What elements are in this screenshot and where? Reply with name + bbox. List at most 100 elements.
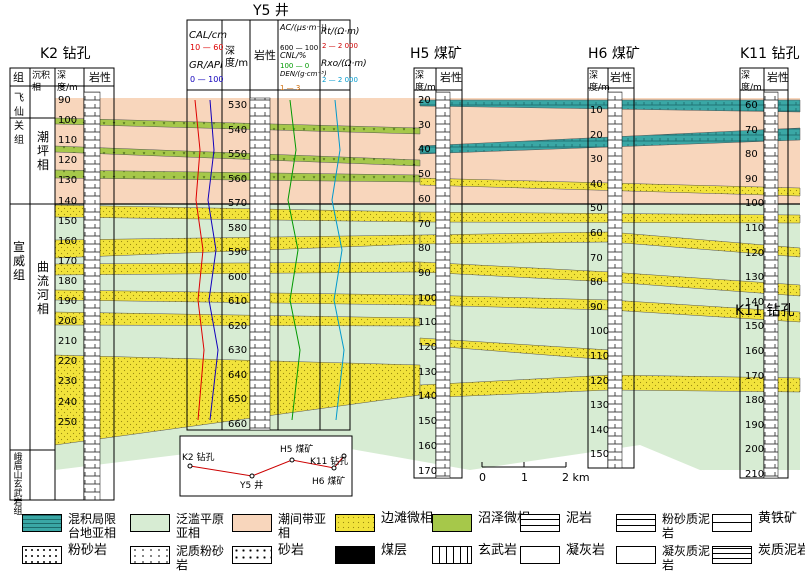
- h5-depth-tick: 20: [418, 95, 431, 106]
- formation-xuanwei: 宣威组: [13, 240, 26, 282]
- k11-depth-tick: 70: [745, 124, 758, 136]
- h6-depth-tick: 60: [590, 228, 603, 239]
- y5-cal-header: CAL/cm: [189, 30, 228, 41]
- y5-rt-header: Rt/(Ω·m): [321, 27, 360, 37]
- h6-column: [587, 67, 635, 469]
- y5-rxo-range: 2 — 2 000: [322, 76, 358, 84]
- k2-depth-tick: 230: [58, 376, 78, 388]
- k2-depth-tick: 90: [58, 95, 71, 106]
- legend-swatch: [616, 514, 656, 532]
- y5-depth-header: 深度/m: [225, 46, 249, 69]
- scale-label-0: 0: [479, 471, 486, 484]
- k11-depth-tick: 160: [745, 346, 765, 357]
- correlation-panel: K2 钻孔 Y5 井 H5 煤矿 H6 煤矿 K11 钻孔 K11 钻孔 组 沉…: [9, 3, 801, 517]
- k11-depth-header: 深度/m: [741, 71, 762, 93]
- legend-label: 泥质粉砂岩: [176, 544, 225, 572]
- legend-swatch: [335, 546, 375, 564]
- legend-swatch: [432, 514, 472, 532]
- h6-depth-tick: 90: [590, 301, 603, 313]
- legend-swatch: [432, 546, 472, 564]
- y5-depth-tick: 560: [228, 173, 248, 185]
- h5-depth-tick: 50: [418, 169, 431, 181]
- k2-depth-tick: 110: [58, 135, 78, 147]
- y5-litho-header: 岩性: [254, 49, 276, 62]
- legend-label: 炭质泥岩: [758, 543, 805, 558]
- scale-label-1: 1: [521, 471, 528, 484]
- tidal-layers: [54, 99, 801, 205]
- y5-depth-tick: 570: [228, 198, 248, 209]
- map-k2: K2 钻孔: [182, 453, 215, 463]
- k11-depth-tick: 180: [745, 395, 765, 407]
- y5-depth-tick: 580: [228, 222, 248, 234]
- k11-depth-tick: 100: [745, 198, 765, 210]
- k11-depth-tick: 200: [745, 444, 765, 456]
- h5-depth-tick: 80: [418, 243, 431, 255]
- h6-depth-tick: 30: [590, 154, 603, 166]
- legend-label: 粉砂岩: [68, 543, 108, 558]
- legend-label: 凝灰质泥岩: [662, 544, 711, 572]
- legend-label: 泛滥平原亚相: [176, 512, 225, 540]
- y5-ac-range: 600 — 100: [280, 44, 319, 52]
- legend-label: 潮间带亚相: [278, 512, 327, 540]
- k11-litho-header: 岩性: [767, 71, 789, 84]
- h6-depth-tick: 40: [590, 178, 603, 190]
- map-h5: H5 煤矿: [280, 445, 314, 455]
- h5-depth-tick: 170: [418, 465, 438, 477]
- y5-cnl-header: CNL/%: [280, 51, 307, 60]
- formation-feixianguan: 飞仙关组: [14, 93, 24, 146]
- k11-depth-tick: 130: [745, 272, 765, 284]
- map-h6: H6 煤矿: [312, 477, 346, 487]
- h5-depth-tick: 120: [418, 342, 438, 353]
- k11-depth-tick: 190: [745, 419, 765, 431]
- scale-bar: [481, 462, 567, 468]
- h5-depth-tick: 60: [418, 193, 431, 205]
- k2-depth-tick: 140: [58, 195, 78, 207]
- facies-tidal: 潮坪相: [37, 130, 50, 172]
- legend-swatch: [232, 514, 272, 532]
- facies-fluvial: 曲流河相: [37, 260, 50, 316]
- k11-depth-tick: 140: [745, 296, 765, 308]
- formation-emeishan: 峨眉山玄武岩组: [13, 453, 23, 517]
- k2-depth-tick: 210: [58, 336, 78, 348]
- legend-swatch: [712, 514, 752, 532]
- h5-depth-header: 深度/m: [415, 71, 436, 93]
- k2-litho-header: 岩性: [89, 71, 111, 84]
- k11-depth-tick: 80: [745, 149, 758, 161]
- h6-depth-tick: 130: [590, 400, 610, 412]
- h6-litho-header: 岩性: [610, 71, 632, 84]
- y5-cal-range: 10 — 60: [190, 43, 224, 52]
- k11-title: K11 钻孔: [740, 46, 800, 62]
- legend-label: 凝灰岩: [566, 543, 606, 558]
- y5-depth-tick: 650: [228, 394, 248, 405]
- h6-depth-tick: 140: [590, 424, 610, 436]
- legend-swatch: [520, 546, 560, 564]
- y5-gr-range: 0 — 100: [190, 75, 224, 84]
- h5-depth-tick: 160: [418, 440, 438, 452]
- k2-depth-tick: 190: [58, 296, 78, 307]
- k2-column: [9, 67, 115, 501]
- k2-title: K2 钻孔: [40, 46, 91, 62]
- map-k11: K11 钻孔: [310, 457, 349, 467]
- h5-litho-header: 岩性: [440, 71, 462, 84]
- correlation-svg: [9, 19, 801, 501]
- legend-swatch: [335, 514, 375, 532]
- h6-depth-tick: 50: [590, 203, 603, 215]
- legend-label: 边滩微相: [381, 511, 434, 526]
- k2-depth-tick: 220: [58, 356, 78, 368]
- k11-title-mid: K11 钻孔: [735, 303, 795, 319]
- h5-depth-tick: 40: [418, 144, 431, 156]
- legend-swatch: [22, 514, 62, 532]
- legend-swatch: [130, 546, 170, 564]
- legend-swatch: [232, 546, 272, 564]
- k11-depth-tick: 120: [745, 247, 765, 259]
- y5-den-header: DEN/(g·cm⁻³): [280, 70, 327, 78]
- legend-swatch: [520, 514, 560, 532]
- h6-depth-tick: 120: [590, 375, 610, 387]
- k2-depth-tick: 160: [58, 235, 78, 247]
- k2-group-header: 组: [13, 71, 24, 84]
- y5-depth-tick: 550: [228, 149, 248, 160]
- k2-depth-tick: 120: [58, 155, 78, 167]
- y5-rxo-header: Rxo/(Ω·m): [321, 59, 367, 69]
- k2-depth-tick: 130: [58, 175, 78, 187]
- h5-depth-tick: 150: [418, 416, 438, 428]
